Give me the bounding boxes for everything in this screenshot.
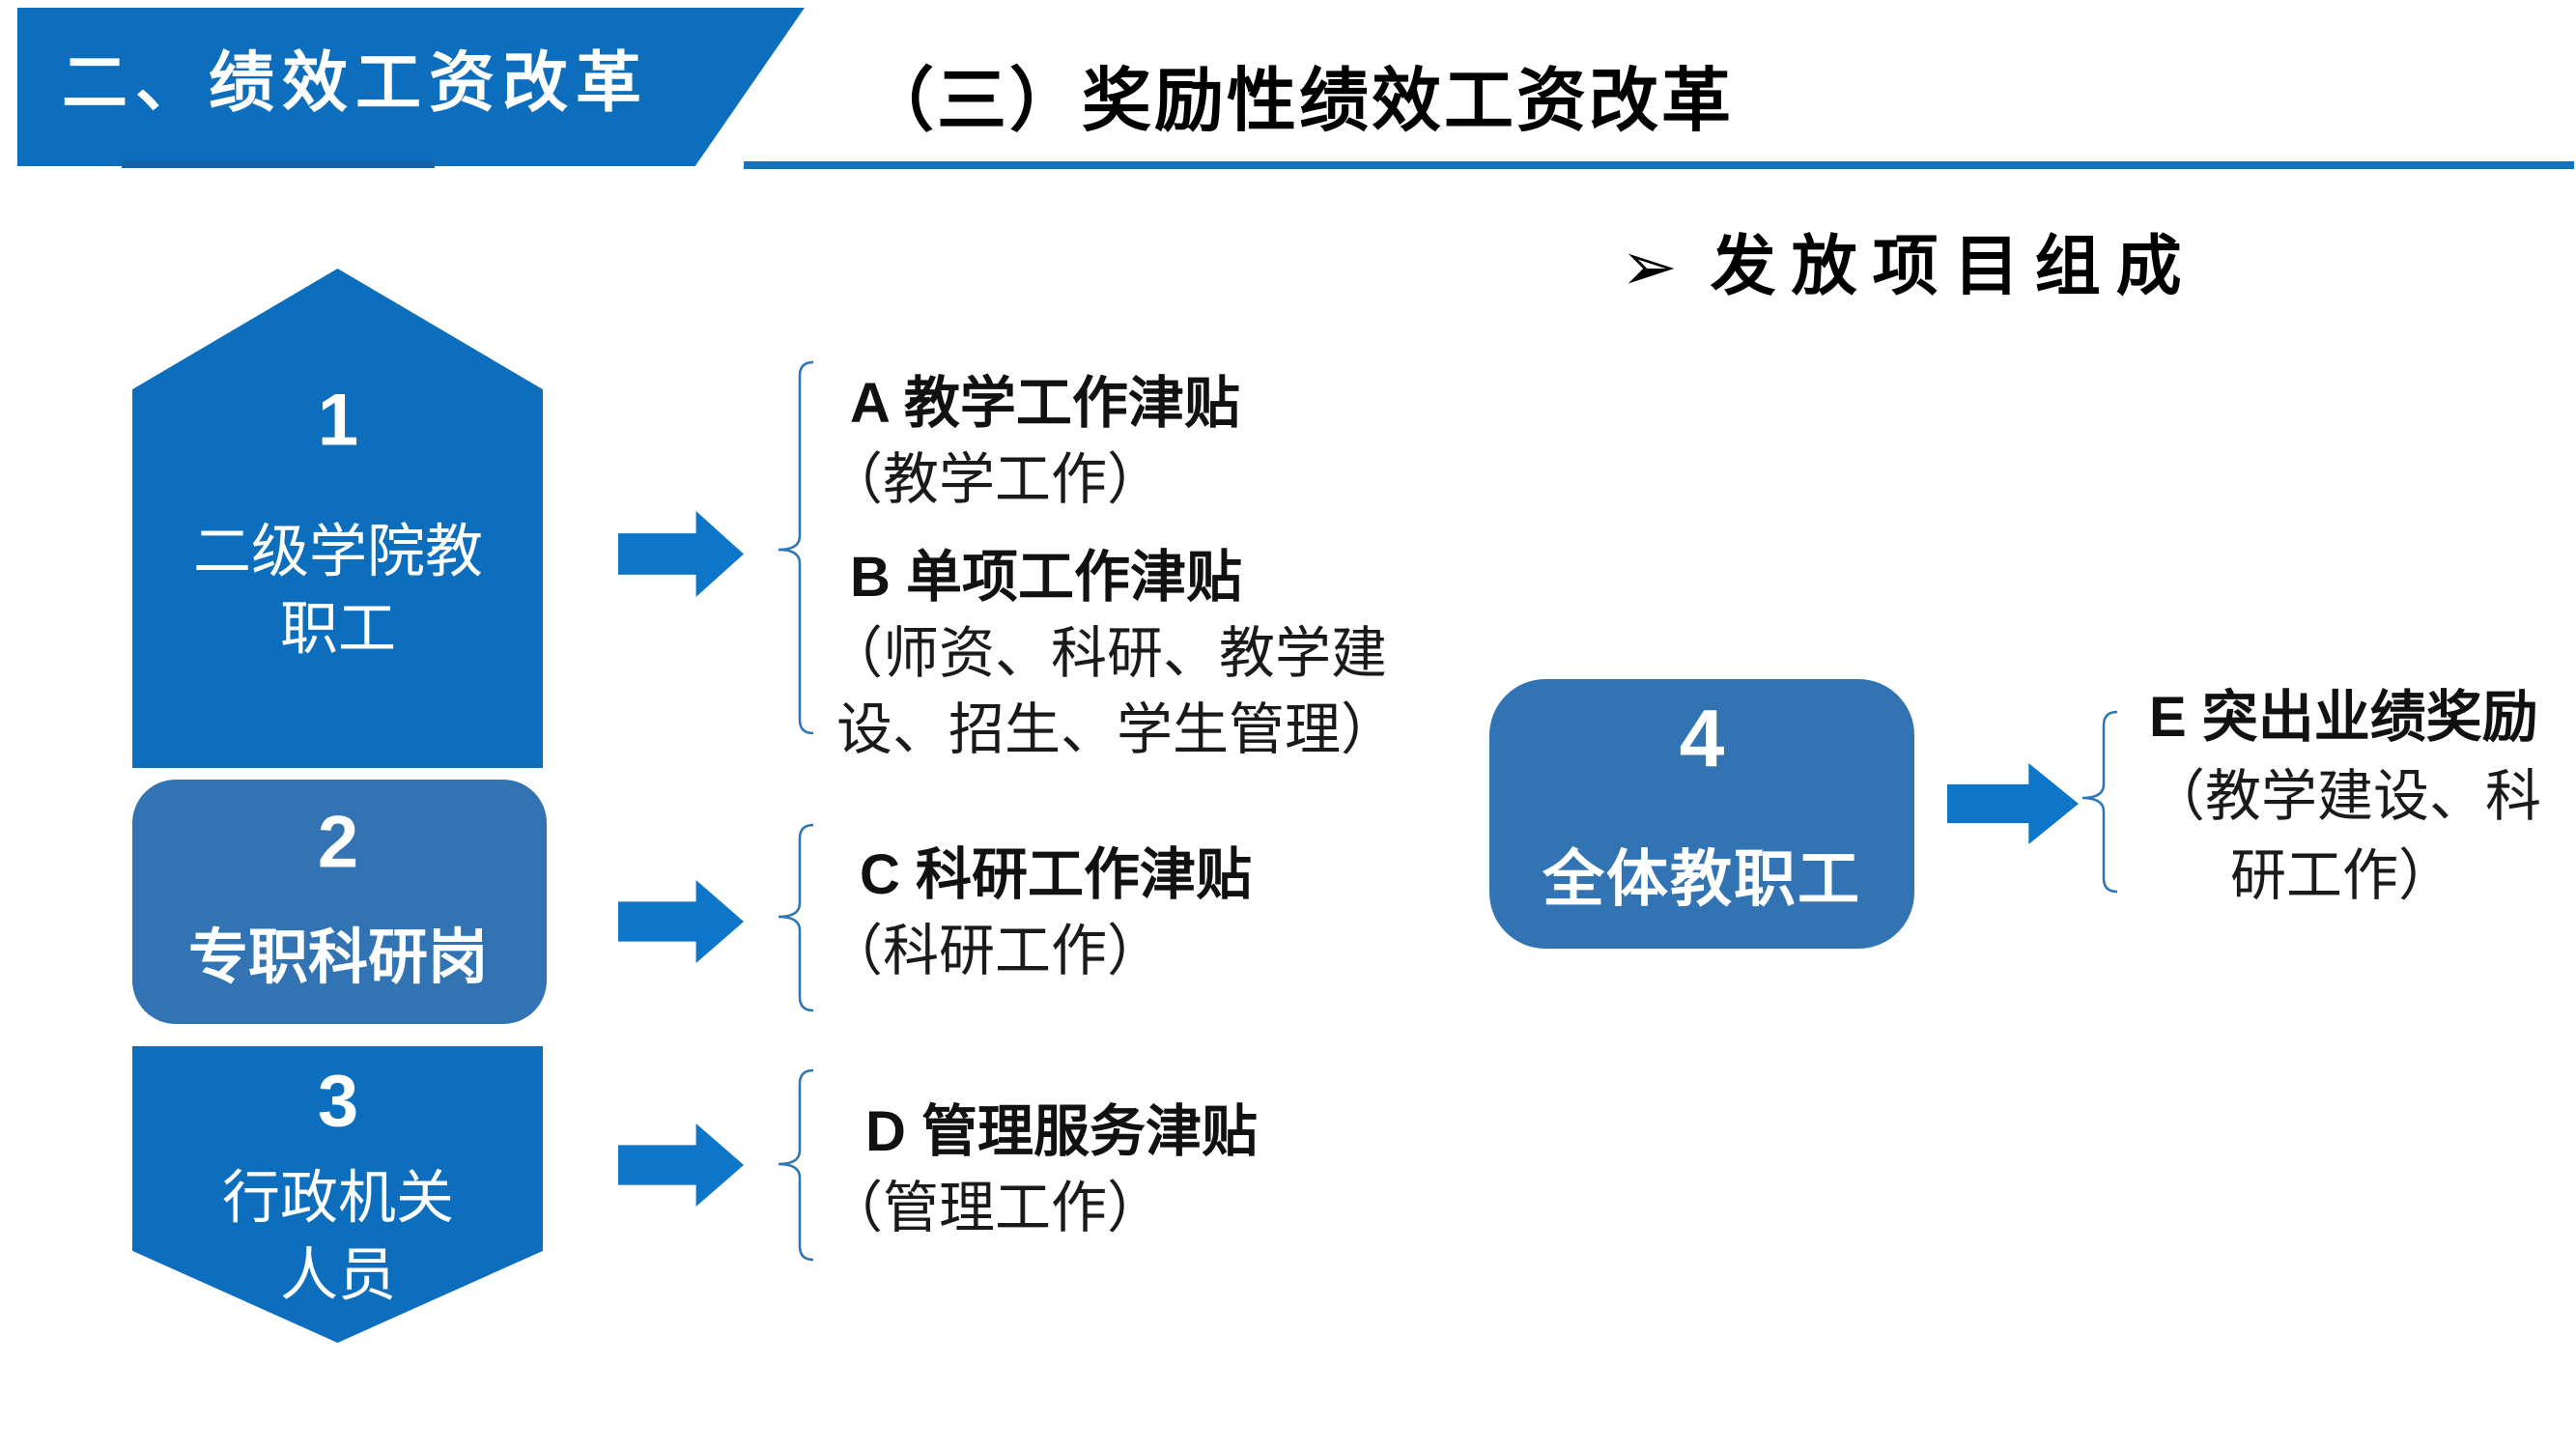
page-title: （三）奖励性绩效工资改革 <box>864 63 1735 140</box>
item-e-block: E 突出业绩奖励 （教学建设、科 研工作） <box>2149 678 2542 916</box>
source-2-label: 专职科研岗 <box>187 924 489 991</box>
source-1-label-line2: 职工 <box>280 596 396 662</box>
source-4-number: 4 <box>1679 693 1725 784</box>
shape-source-1 <box>132 269 543 768</box>
source-3-number: 3 <box>317 1060 359 1143</box>
item-a-block: A 教学工作津贴 （教学工作） <box>827 365 1240 518</box>
item-d-block: D 管理服务津贴 （管理工作） <box>827 1094 1258 1246</box>
right-arrow-icon-3 <box>618 1123 744 1207</box>
item-b-detail-line1: （师资、科研、教学建 <box>827 622 1388 685</box>
brace-item-c <box>771 822 823 1013</box>
section-heading: ➢ 发放项目组成 <box>1621 226 2197 307</box>
item-a-title: A 教学工作津贴 <box>850 372 1240 435</box>
shape-source-4 <box>1489 679 1914 949</box>
item-e-title: E 突出业绩奖励 <box>2149 686 2538 749</box>
section-banner <box>17 8 805 166</box>
banner-underline-sliver <box>122 160 435 168</box>
source-1-label-line1: 二级学院教 <box>193 519 483 584</box>
title-underline <box>744 161 2574 169</box>
item-b-detail-line2: 设、招生、学生管理） <box>836 698 1398 761</box>
item-b-title: B 单项工作津贴 <box>850 546 1243 609</box>
item-b-block: B 单项工作津贴 （师资、科研、教学建 设、招生、学生管理） <box>827 539 1397 768</box>
brace-items-ab <box>771 359 823 736</box>
item-a-detail: （教学工作） <box>827 448 1164 511</box>
item-e-detail-line2: 研工作） <box>2229 844 2454 907</box>
item-c-block: C 科研工作津贴 （科研工作） <box>827 837 1252 989</box>
item-e-detail-line1: （教学建设、科 <box>2149 765 2542 828</box>
source-3-label-line1: 行政机关 <box>222 1165 454 1231</box>
right-arrow-icon-1 <box>618 511 744 597</box>
source-2-number: 2 <box>317 801 359 884</box>
item-c-detail: （科研工作） <box>827 920 1164 982</box>
shape-source-2 <box>132 780 547 1024</box>
right-arrow-icon-2 <box>618 880 744 963</box>
source-3-label-line2: 人员 <box>280 1242 396 1308</box>
section-banner-label: 二、绩效工资改革 <box>62 46 650 120</box>
right-arrow-icon-4 <box>1947 763 2079 844</box>
brace-item-d <box>771 1067 823 1263</box>
section-heading-text: 发放项目组成 <box>1710 230 2197 303</box>
source-1-number: 1 <box>317 379 359 462</box>
item-d-detail: （管理工作） <box>827 1177 1164 1239</box>
item-d-title: D 管理服务津贴 <box>865 1100 1259 1163</box>
item-c-title: C 科研工作津贴 <box>860 843 1253 906</box>
source-4-label: 全体教职工 <box>1543 844 1861 914</box>
brace-item-e <box>2075 709 2127 895</box>
arrowhead-bullet-icon: ➢ <box>1621 229 1678 304</box>
